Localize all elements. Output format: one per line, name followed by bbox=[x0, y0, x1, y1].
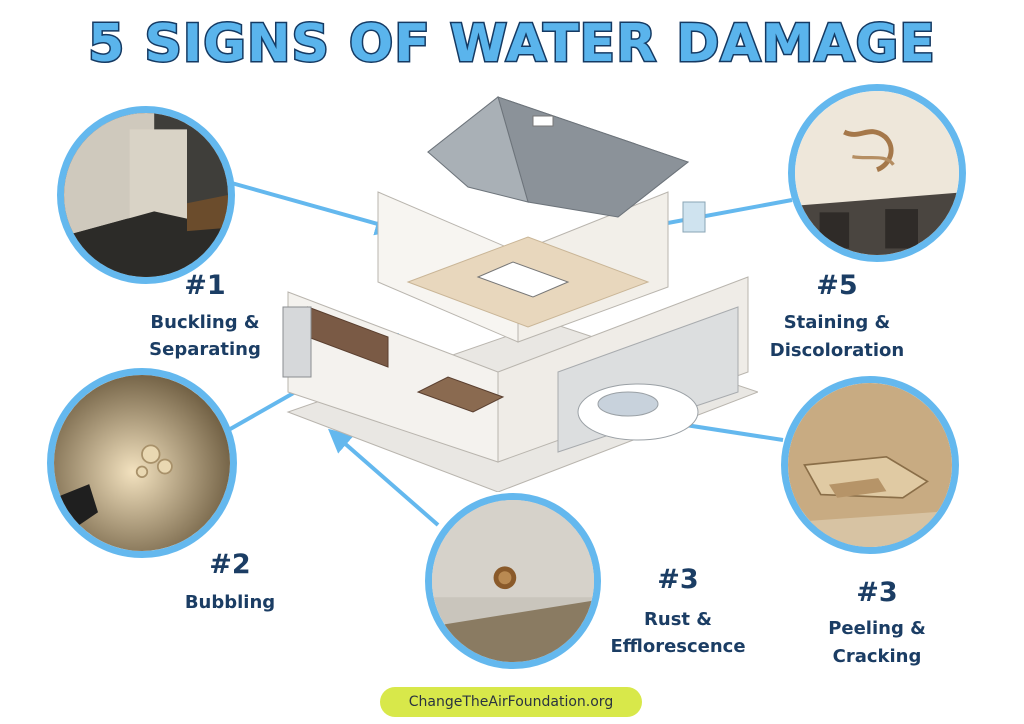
sign-2-number: #2 bbox=[209, 549, 251, 580]
sign-4-label-line2: Cracking bbox=[832, 646, 922, 667]
sign-2-label-line1: Bubbling bbox=[184, 592, 276, 613]
sign-1-label-line1: Buckling & bbox=[150, 312, 260, 333]
sign-3-label-line1: Rust & bbox=[644, 609, 712, 630]
footer-website-link[interactable]: ChangeTheAirFoundation.org bbox=[380, 687, 642, 717]
sign-3-label-line2: Efflorescence bbox=[610, 636, 746, 657]
sign-4-number: #3 bbox=[856, 577, 898, 608]
sign-1-label-line2: Separating bbox=[149, 339, 261, 360]
photo-peeling bbox=[781, 376, 959, 554]
page-title: 5 SIGNS OF WATER DAMAGE bbox=[87, 13, 937, 76]
photo-staining bbox=[788, 84, 966, 262]
sign-3-number: #3 bbox=[657, 564, 699, 595]
sign-5-number: #5 bbox=[816, 270, 858, 301]
sign-5-label-line1: Staining & bbox=[783, 312, 891, 333]
house-cutaway-illustration bbox=[282, 96, 758, 492]
sign-4-label-line1: Peeling & bbox=[828, 618, 926, 639]
photo-buckling bbox=[57, 106, 235, 284]
sign-5-label-line2: Discoloration bbox=[769, 340, 905, 361]
photo-rust bbox=[425, 493, 601, 669]
photo-bubbling bbox=[47, 368, 237, 558]
sign-1-number: #1 bbox=[184, 270, 226, 301]
